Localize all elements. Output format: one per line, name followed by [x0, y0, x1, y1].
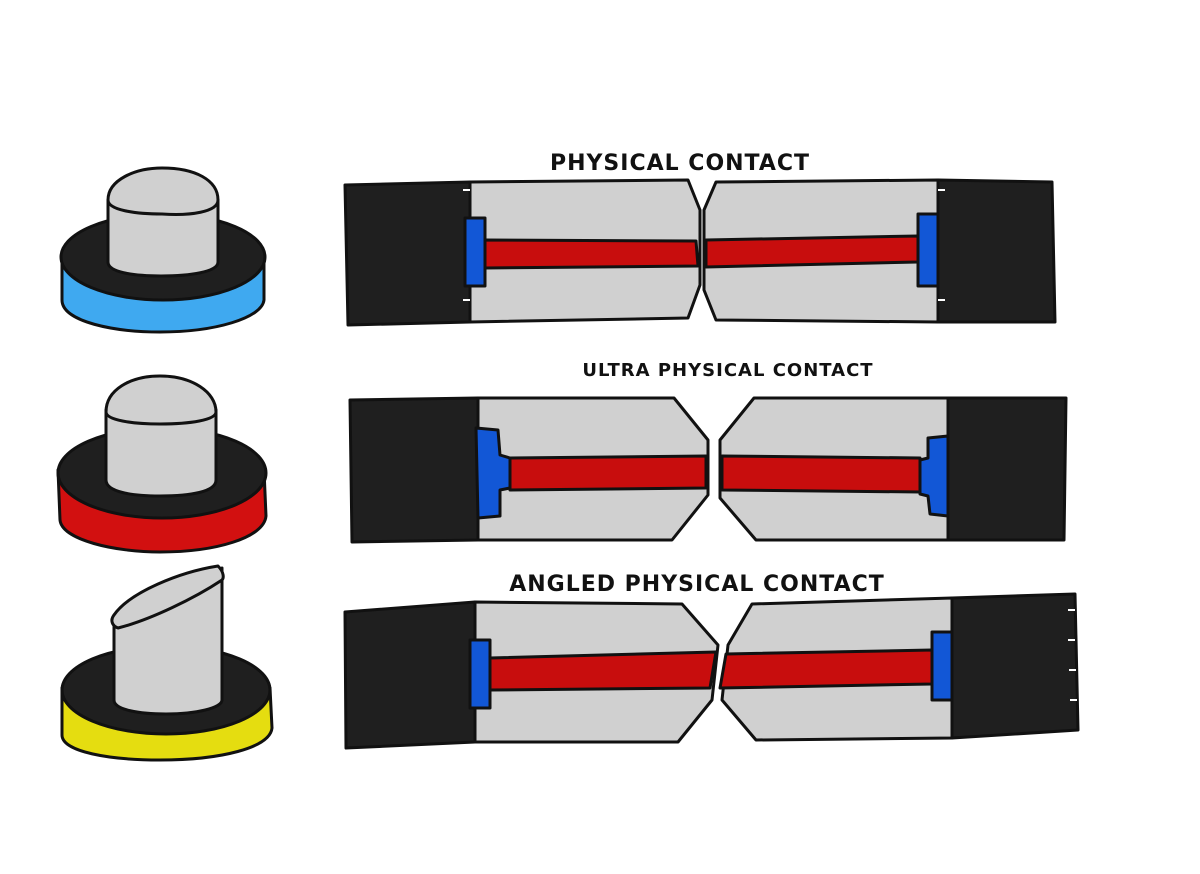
pc-left-stop [463, 216, 487, 288]
upc-title: ULTRA PHYSICAL CONTACT [582, 360, 873, 381]
upc-right-stop [918, 434, 950, 518]
pc-mated-pair [343, 178, 1057, 327]
apc-connector-icon [60, 564, 274, 762]
upc-mated-pair [348, 396, 1068, 544]
pc-left-jacket [343, 180, 472, 327]
apc-left-fiber [488, 650, 718, 692]
pc-ferrule-body [106, 198, 220, 278]
pc-right-fiber [704, 234, 920, 269]
apc-left-jacket [343, 600, 477, 750]
apc-left-stop [468, 638, 492, 710]
apc-ferrule-angled-face [110, 564, 225, 630]
apc-title: ANGLED PHYSICAL CONTACT [509, 572, 885, 597]
jacket-notches [463, 189, 1077, 701]
apc-right-stop [930, 630, 954, 702]
upc-right-jacket [946, 396, 1068, 542]
apc-mated-pair [343, 592, 1080, 750]
pc-right-jacket [936, 178, 1057, 324]
apc-right-fiber [718, 648, 934, 690]
pc-connector-icon [59, 166, 267, 334]
apc-right-jacket [950, 592, 1080, 740]
pc-title: PHYSICAL CONTACT [550, 151, 810, 176]
upc-left-fiber [508, 454, 708, 492]
upc-connector-icon [56, 374, 268, 554]
upc-left-jacket [348, 396, 480, 544]
upc-right-fiber [720, 454, 922, 494]
pc-right-stop [916, 212, 940, 288]
pc-left-fiber [483, 238, 700, 270]
upc-ferrule-dome [104, 374, 218, 426]
pc-ferrule-tip [106, 166, 220, 216]
upc-ferrule-body [104, 408, 218, 498]
